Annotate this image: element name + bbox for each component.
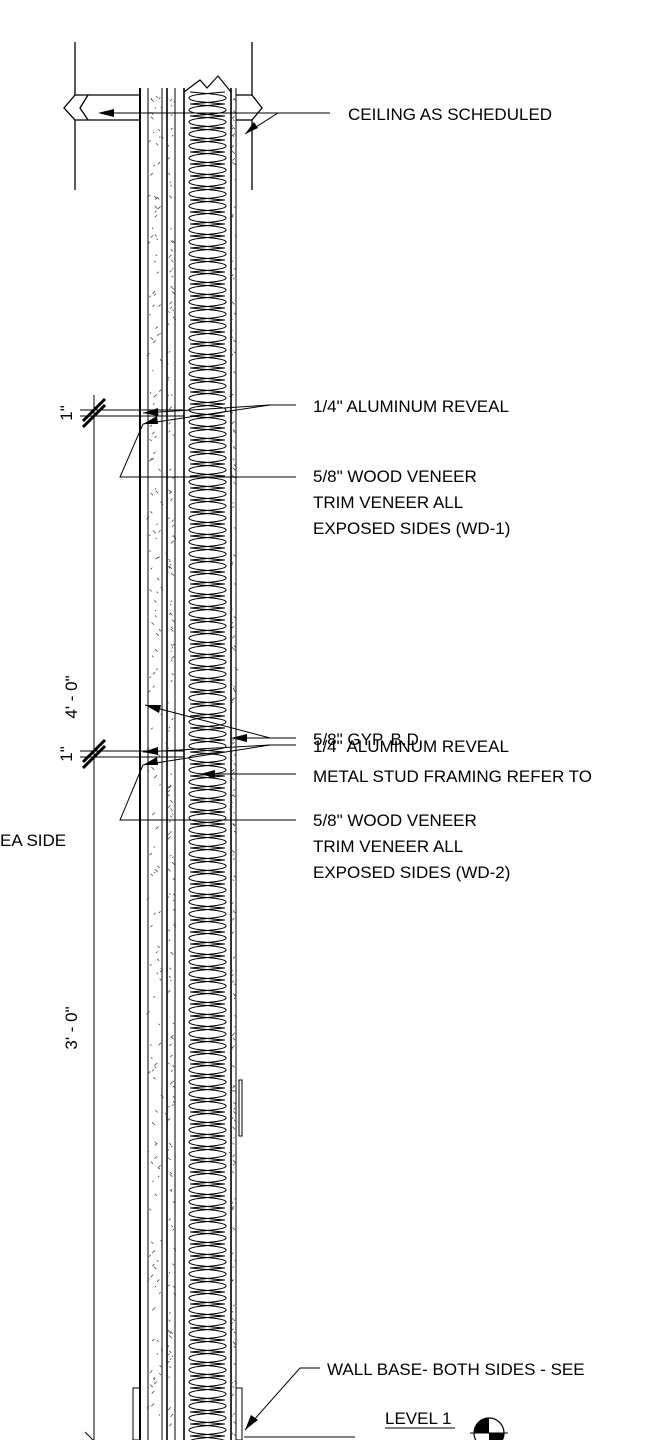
ceiling-right (236, 42, 263, 190)
gyp-board-hatch (146, 96, 239, 1436)
arrowhead (98, 109, 114, 117)
note-reveal-lower: 1/4" ALUMINUM REVEAL (313, 737, 509, 756)
arrowhead (231, 734, 247, 742)
datum-symbol (470, 1417, 508, 1440)
arrowhead (145, 705, 161, 713)
arrowhead (200, 770, 215, 778)
note-ceiling: CEILING AS SCHEDULED (348, 105, 552, 124)
dim-upper-panel: 4' - 0" (62, 675, 81, 718)
note-reveal-upper: 1/4" ALUMINUM REVEAL (313, 397, 509, 416)
insulation-pattern (188, 91, 227, 1440)
dim-lower-panel: 3' - 0" (62, 1006, 81, 1049)
arrowhead (143, 757, 158, 765)
note-wall-base: WALL BASE- BOTH SIDES - SEE (327, 1360, 585, 1379)
dim-reveal-upper: 1" (57, 405, 76, 421)
batt-insulation (188, 91, 227, 1440)
level-label: LEVEL 1 (385, 1409, 451, 1428)
note-veneer-upper-3: EXPOSED SIDES (WD-1) (313, 519, 510, 538)
dim-reveal-lower: 1" (57, 746, 76, 762)
arrowhead (245, 1415, 258, 1430)
note-veneer-upper-1: 5/8" WOOD VENEER (313, 467, 477, 486)
note-gyp-board: 5/8" GYP. B.D (313, 730, 419, 749)
note-veneer-upper-2: TRIM VENEER ALL (313, 493, 463, 512)
note-veneer-lower-1: 5/8" WOOD VENEER (313, 811, 477, 830)
note-metal-stud: METAL STUD FRAMING REFER TO (313, 767, 592, 786)
speckle-pattern (146, 96, 239, 1436)
level-marker: LEVEL 1 (244, 1409, 508, 1440)
note-area-side: EA SIDE (0, 831, 66, 850)
arrowhead (143, 416, 158, 424)
leaders (98, 109, 330, 1431)
arrowhead (143, 408, 158, 416)
arrowhead (245, 122, 258, 134)
arrowhead (143, 747, 158, 755)
note-veneer-lower-2: TRIM VENEER ALL (313, 837, 463, 856)
dimension-string (80, 395, 140, 1440)
ceiling-left (63, 42, 140, 190)
note-veneer-lower-3: EXPOSED SIDES (WD-2) (313, 863, 510, 882)
